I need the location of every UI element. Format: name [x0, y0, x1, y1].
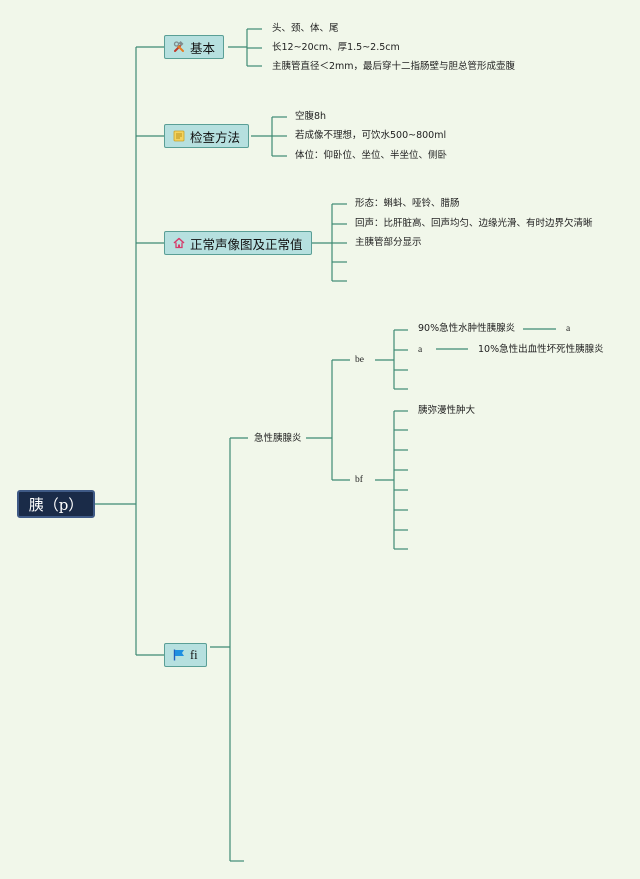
topic-exam-method[interactable]: 检查方法 — [164, 124, 250, 148]
leaf-edematous-pancreatitis[interactable]: 90%急性水肿性胰腺炎 — [418, 323, 516, 334]
leaf-exam-position[interactable]: 体位：仰卧位、坐位、半坐位、侧卧 — [295, 150, 448, 161]
leaf-diffuse-enlargement[interactable]: 胰弥漫性肿大 — [418, 405, 476, 416]
leaf-exam-fasting[interactable]: 空腹8h — [295, 111, 327, 122]
tools-icon — [173, 41, 185, 53]
node-group-bf[interactable]: bf — [355, 475, 363, 485]
node-group-be[interactable]: be — [355, 355, 364, 365]
topic-label: 检查方法 — [190, 129, 241, 145]
leaf-necrotizing-pancreatitis[interactable]: 10%急性出血性坏死性胰腺炎 — [478, 344, 604, 355]
node-acute-pancreatitis[interactable]: 急性胰腺炎 — [254, 433, 302, 444]
leaf-basic-parts[interactable]: 头、颈、体、尾 — [272, 23, 339, 34]
topic-normal-image[interactable]: 正常声像图及正常值 — [164, 231, 312, 255]
leaf-a[interactable]: a — [418, 345, 423, 355]
topic-label: 基本 — [190, 40, 216, 56]
flag-icon — [173, 649, 185, 661]
note-icon — [173, 130, 185, 142]
topic-label: fi — [190, 647, 198, 662]
leaf-normal-shape[interactable]: 形态：蝌蚪、哑铃、腊肠 — [355, 198, 460, 209]
leaf-normal-duct[interactable]: 主胰管部分显示 — [355, 237, 422, 248]
leaf-normal-echo[interactable]: 回声：比肝脏高、回声均匀、边缘光滑、有时边界欠清晰 — [355, 218, 593, 229]
root-label: 胰（p） — [28, 495, 84, 514]
leaf-exam-water[interactable]: 若成像不理想，可饮水500~800ml — [295, 130, 447, 141]
leaf-basic-duct[interactable]: 主胰管直径＜2mm，最后穿十二指肠壁与胆总管形成壶腹 — [272, 61, 516, 72]
topic-fi[interactable]: fi — [164, 643, 207, 667]
topic-basic[interactable]: 基本 — [164, 35, 225, 59]
leaf-sub-a[interactable]: a — [566, 324, 571, 334]
home-icon — [173, 237, 185, 249]
topic-label: 正常声像图及正常值 — [190, 236, 303, 252]
root-node[interactable]: 胰（p） — [17, 490, 95, 518]
leaf-basic-size[interactable]: 长12~20cm、厚1.5~2.5cm — [272, 42, 400, 53]
